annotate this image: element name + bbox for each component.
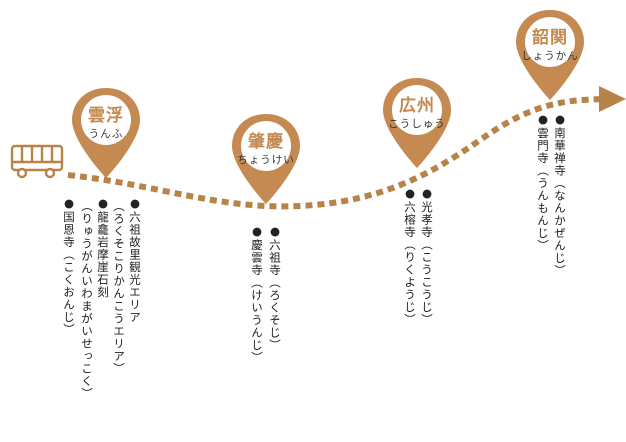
spot-name: ●光孝寺（こうこうじ）	[420, 186, 434, 326]
stop-city-name: 韶関	[532, 28, 568, 48]
stop-city-name: 広州	[399, 96, 435, 116]
stop-city-name: 肇慶	[248, 132, 284, 152]
map-pin-guangzhou: 広州 こうしゅう	[377, 74, 457, 174]
stop-city-reading: ちょうけい	[237, 154, 295, 166]
spot-name: ●南華禅寺（なんかぜんじ）	[553, 112, 567, 277]
bus-icon	[10, 144, 64, 179]
map-pin-icon	[232, 114, 300, 204]
map-pin-shaoguan: 韶関 しょうかん	[510, 6, 590, 106]
map-pin-zhaoqing: 肇慶 ちょうけい	[226, 110, 306, 210]
spot-name: ●六祖寺（ろくそじ）	[268, 224, 282, 352]
stop-city-reading: うんふ	[88, 128, 124, 140]
arrow-head-icon	[599, 86, 626, 112]
spot-reading: （りゅうがんいわまがいせっこく）	[80, 200, 94, 400]
map-pin-icon	[72, 88, 140, 178]
stop-city-name: 雲浮	[88, 106, 124, 126]
spot-name: ●六祖故里観光エリア	[128, 196, 142, 324]
map-pin-icon	[516, 10, 584, 100]
map-pin-yunfu: 雲浮 うんふ	[66, 84, 146, 184]
spot-name: ●国恩寺（こくおんじ）	[62, 196, 76, 336]
map-pin-icon	[383, 78, 451, 168]
spot-reading: （ろくそこりかんこうエリア）	[112, 200, 126, 375]
spot-name: ●雲門寺（うんもんじ）	[536, 112, 550, 252]
stop-city-reading: しょうかん	[521, 50, 579, 62]
spot-name: ●龍龕岩摩崖石刻	[96, 196, 110, 299]
stop-city-reading: こうしゅう	[388, 118, 446, 130]
spot-name: ●慶雲寺（けいうんじ）	[250, 224, 264, 364]
spot-name: ●六榕寺（りくようじ）	[403, 186, 417, 326]
route-line	[67, 96, 605, 210]
